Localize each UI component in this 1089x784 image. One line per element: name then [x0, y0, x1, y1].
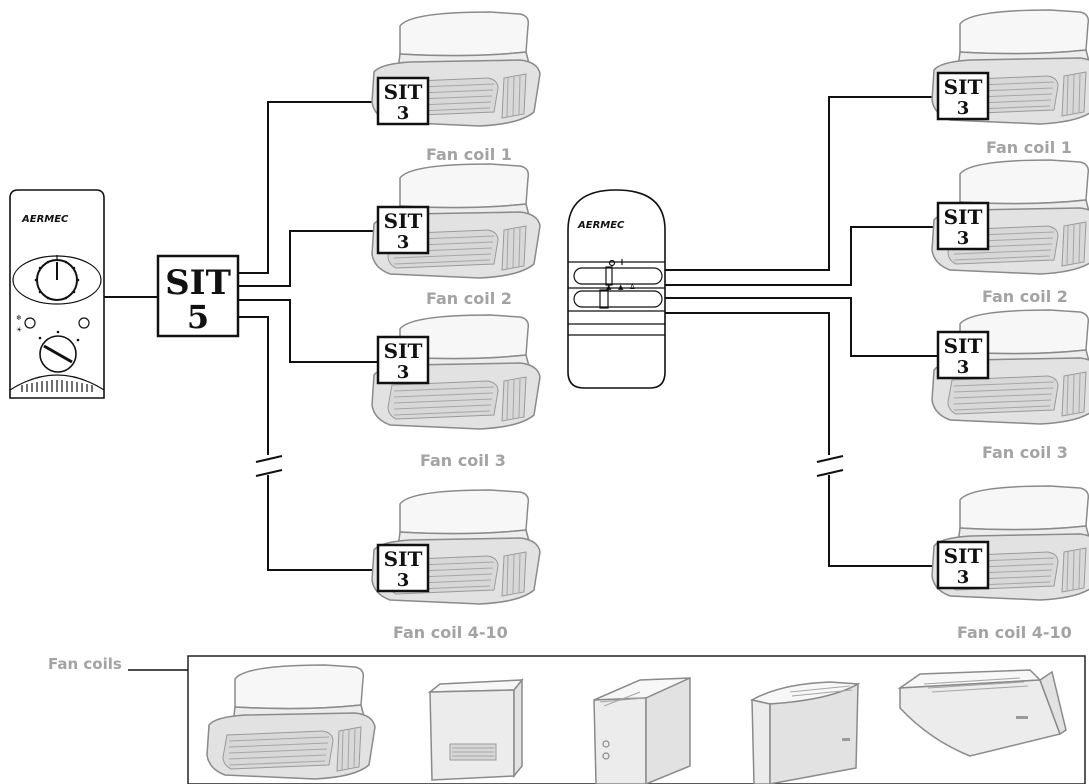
svg-text:3: 3: [957, 357, 970, 378]
right-fan-coil-4-10-label: Fan coil 4-10: [957, 623, 1072, 642]
right-sit3-box-1: SIT 3: [938, 73, 988, 119]
svg-text:5: 5: [187, 298, 209, 336]
dial-thermostat-controller: AERMEC ❄ ☀: [10, 190, 104, 398]
right-sit3-box-4: SIT 3: [938, 542, 988, 588]
left-sit3-box-4: SIT 3: [378, 545, 428, 591]
left-controller-brand: AERMEC: [21, 214, 69, 225]
svg-text:SIT: SIT: [384, 339, 423, 363]
svg-text:▲: ▲: [606, 283, 612, 291]
svg-text:3: 3: [397, 362, 410, 383]
svg-text:3: 3: [397, 232, 410, 253]
right-wires: [665, 97, 938, 566]
legend-label: Fan coils: [48, 655, 122, 673]
right-fan-coil-1-label: Fan coil 1: [986, 138, 1072, 157]
svg-text:SIT: SIT: [944, 544, 983, 568]
left-sit3-box-2: SIT 3: [378, 207, 428, 253]
svg-text:SIT: SIT: [384, 80, 423, 104]
svg-text:3: 3: [957, 228, 970, 249]
right-fan-coil-3-label: Fan coil 3: [982, 443, 1068, 462]
svg-text:SIT: SIT: [944, 75, 983, 99]
svg-text:▲: ▲: [618, 283, 624, 291]
svg-text:3: 3: [397, 103, 410, 124]
vertical-casing-unit-icon: [594, 678, 690, 784]
right-sit3-box-3: SIT 3: [938, 332, 988, 378]
right-sit3-box-2: SIT 3: [938, 203, 988, 249]
vertical-slim-unit-icon: [752, 682, 858, 784]
wire-break-mark: [256, 456, 282, 462]
svg-text:SIT: SIT: [944, 334, 983, 358]
left-fan-coil-2-label: Fan coil 2: [426, 289, 512, 308]
svg-text:3: 3: [397, 570, 410, 591]
svg-text:ᐃ: ᐃ: [630, 283, 635, 291]
right-controller-brand: AERMEC: [577, 220, 625, 231]
left-fan-coil-1-label: Fan coil 1: [426, 145, 512, 164]
ceiling-wall-unit-icon: [900, 670, 1066, 756]
left-sit3-box-3: SIT 3: [378, 337, 428, 383]
left-fan-coil-3-label: Fan coil 3: [420, 451, 506, 470]
sit5-box: SIT 5: [158, 256, 238, 336]
svg-text:SIT: SIT: [384, 209, 423, 233]
svg-text:SIT: SIT: [165, 263, 231, 303]
left-fan-coil-4-10-label: Fan coil 4-10: [393, 623, 508, 642]
left-sit3-box-1: SIT 3: [378, 78, 428, 124]
slide-switch-controller: AERMEC ▲ ▲ ᐃ: [568, 190, 665, 388]
svg-text:3: 3: [957, 98, 970, 119]
right-fan-coil-2-label: Fan coil 2: [982, 287, 1068, 306]
cassette-unit-icon: [207, 665, 375, 779]
left-wires: [104, 102, 378, 570]
svg-text:☀: ☀: [16, 326, 22, 334]
vertical-cabinet-unit-icon: [430, 680, 522, 780]
fan-coils-legend: Fan coils: [48, 655, 1085, 784]
svg-text:3: 3: [957, 567, 970, 588]
svg-text:❄: ❄: [16, 314, 22, 322]
svg-text:SIT: SIT: [944, 205, 983, 229]
svg-text:SIT: SIT: [384, 547, 423, 571]
